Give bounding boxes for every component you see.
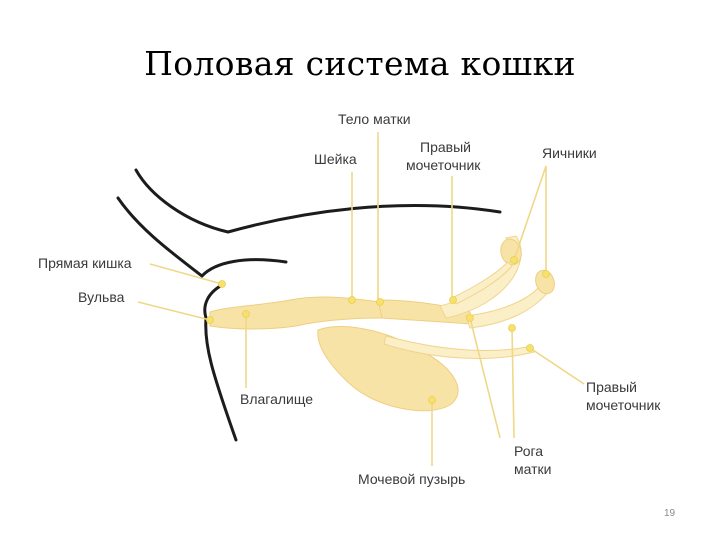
labels-group: Тело матки Шейка Правый мочеточник Яични…	[38, 111, 661, 487]
tail-contour-line	[116, 196, 204, 278]
dot-ovary-upper	[510, 256, 518, 264]
leader-yaichniki-a	[513, 165, 547, 261]
label-pryamaya-kishka: Прямая кишка	[38, 255, 132, 271]
label-vlagalishche: Влагалище	[240, 391, 313, 407]
leader-vulva	[137, 301, 211, 321]
label-pravyy-mochetochnik-top-line1: Правый	[420, 139, 471, 155]
ureter-upper-shape	[451, 261, 513, 305]
leader-pryamaya-kishka	[149, 263, 223, 285]
label-yaichniki: Яичники	[542, 145, 597, 161]
rectum-contour-line	[200, 258, 288, 278]
page-number: 19	[664, 508, 676, 519]
leader-pravyy-mochetochnik-right	[529, 347, 585, 385]
vagina-tube-shape	[209, 296, 385, 330]
dot-pryamaya-kishka	[218, 280, 226, 288]
back-contour-line	[134, 168, 502, 234]
label-pravyy-mochetochnik-right-line1: Правый	[586, 379, 637, 395]
ovary-lower-shape	[535, 269, 555, 295]
dot-mochevoy-puzyr	[428, 396, 436, 404]
dot-vlagalishche	[242, 310, 250, 318]
dot-telo-matki	[376, 298, 384, 306]
anchor-dots-group	[206, 256, 550, 404]
ureter-right-shape	[383, 335, 535, 359]
leader-lines-group	[137, 132, 585, 466]
organs-group	[209, 235, 555, 412]
label-sheyka: Шейка	[314, 151, 357, 167]
label-mochevoy-puzyr: Мочевой пузырь	[358, 471, 465, 487]
dot-pravyy-mochetochnik-top	[449, 296, 457, 304]
dot-roga-matki-a	[466, 314, 474, 322]
label-pravyy-mochetochnik-right-line2: мочеточник	[586, 397, 661, 413]
vulva-contour-line	[203, 282, 238, 442]
slide-title: Половая система кошки	[144, 44, 576, 83]
dot-vulva	[206, 316, 214, 324]
label-vulva: Вульва	[78, 289, 125, 305]
dot-ovary-lower	[542, 270, 550, 278]
body-contour-group	[116, 168, 502, 442]
dot-roga-matki-b	[508, 324, 516, 332]
label-roga-matki-line1: Рога	[514, 443, 543, 459]
leader-roga-matki-b	[511, 327, 515, 439]
label-roga-matki-line2: матки	[514, 461, 551, 477]
leader-roga-matki-a	[469, 317, 501, 439]
label-pravyy-mochetochnik-top-line2: мочеточник	[406, 157, 481, 173]
dot-pravyy-mochetochnik-right	[526, 344, 534, 352]
bladder-shape	[317, 326, 459, 412]
label-telo-matki: Тело матки	[338, 111, 411, 127]
dot-sheyka	[348, 296, 356, 304]
